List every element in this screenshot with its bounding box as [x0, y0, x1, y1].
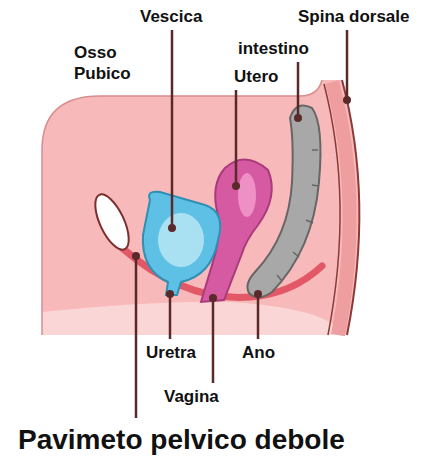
part-label: Osso Pubico [74, 42, 148, 84]
leader-line [346, 30, 349, 98]
leader-dot [232, 182, 240, 190]
body-section [42, 80, 359, 335]
leader-line [135, 258, 138, 418]
uterus-inner [238, 173, 256, 217]
part-label: Uretra [146, 342, 196, 363]
leader-line [212, 300, 215, 383]
leader-line [169, 296, 172, 339]
caption: Pavimeto pelvico debole [18, 424, 345, 456]
part-label: Spina dorsale [298, 6, 409, 27]
part-label: intestino [238, 38, 309, 59]
intestine-marks [277, 150, 319, 281]
part-label: Vagina [164, 386, 219, 407]
body-outline [42, 80, 322, 335]
leader-dot [254, 290, 262, 298]
part-label: Ano [242, 342, 275, 363]
leader-dots [132, 96, 351, 302]
bladder [143, 192, 220, 295]
bladder-inner [158, 213, 204, 267]
leader-line [297, 62, 300, 116]
pubic-bone [88, 190, 135, 255]
leader-line [257, 296, 260, 339]
spine-outline [324, 84, 340, 335]
leader-line [171, 30, 174, 226]
leader-dot [168, 224, 176, 232]
leader-lines [136, 30, 347, 418]
back-outline [342, 80, 359, 335]
leader-dot [166, 290, 174, 298]
leader-dot [343, 96, 351, 104]
body-lower [42, 302, 347, 335]
leader-dot [132, 252, 140, 260]
part-label: Vescica [140, 6, 202, 27]
leader-dot [209, 294, 217, 302]
leader-dot [294, 114, 302, 122]
leader-line [235, 90, 238, 184]
part-label: Utero [234, 66, 278, 87]
